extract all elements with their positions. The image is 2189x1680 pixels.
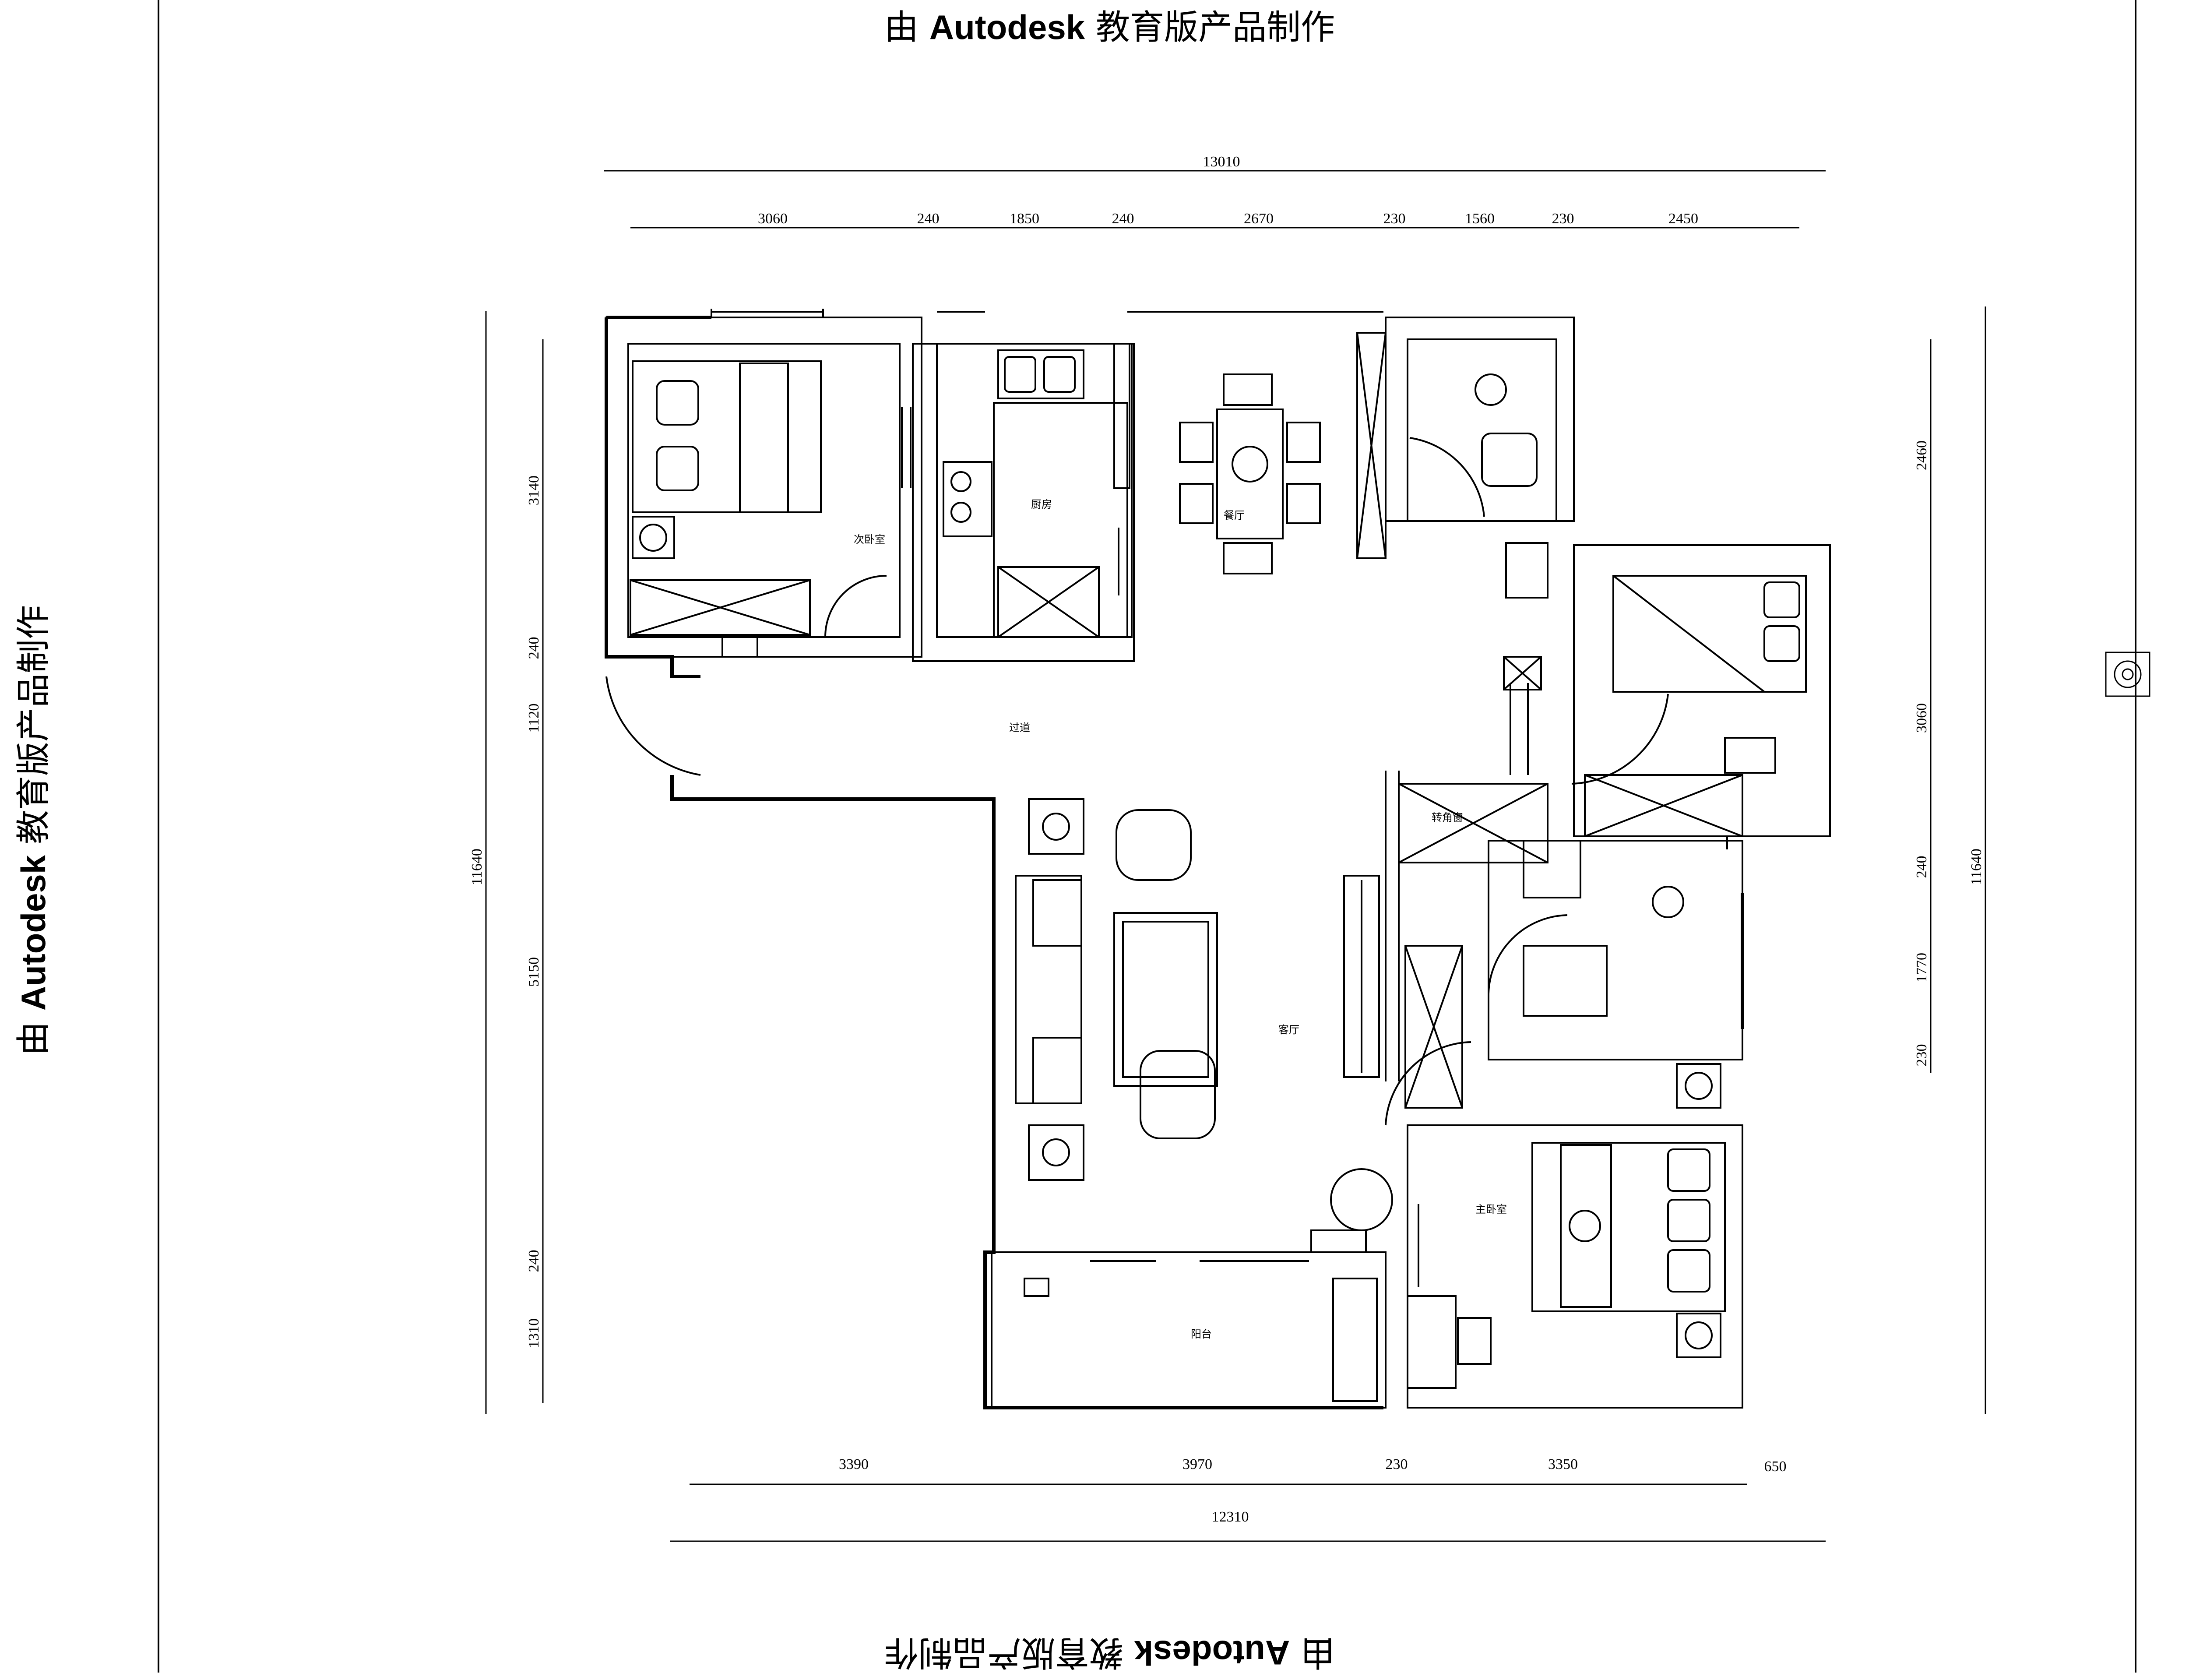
coffee-table: [1113, 912, 1218, 1087]
svg-text:1770: 1770: [1914, 953, 1930, 983]
svg-text:3390: 3390: [839, 1456, 869, 1472]
master-bedroom: [1407, 1063, 1743, 1409]
master-bed: [1531, 1142, 1726, 1312]
svg-text:3060: 3060: [758, 211, 788, 227]
sofa: [1015, 875, 1082, 1104]
single-bed: [1612, 575, 1807, 693]
svg-text:240: 240: [917, 211, 940, 227]
living-room: [1015, 798, 1471, 1231]
fridge: [997, 566, 1100, 638]
compass-symbol: [2105, 652, 2150, 697]
svg-text:240: 240: [526, 637, 542, 659]
svg-text:5150: 5150: [526, 957, 542, 987]
upper-bathroom: [1385, 317, 1575, 690]
double-bed: [632, 360, 822, 513]
label-second-bedroom: 次卧室: [854, 533, 885, 546]
kitchen: [912, 343, 1135, 662]
wardrobe-right: [1584, 774, 1743, 837]
svg-text:240: 240: [1112, 211, 1134, 227]
drawing-sheet: [158, 0, 2136, 1673]
svg-text:1850: 1850: [1010, 211, 1039, 227]
corner-passage: [1385, 771, 1548, 1109]
label-dining: 餐厅: [1224, 509, 1245, 521]
corridor: [605, 676, 1529, 776]
dining-area: [1179, 332, 1387, 574]
right-bedroom: [1571, 544, 1831, 837]
dining-table: [1216, 409, 1284, 539]
svg-text:1310: 1310: [526, 1318, 542, 1348]
svg-text:2450: 2450: [1668, 211, 1698, 227]
stove: [943, 461, 992, 537]
label-kitchen: 厨房: [1031, 498, 1052, 511]
watermark-top: 由 Autodesk 教育版产品制作: [884, 8, 1335, 47]
washing-machine: [1332, 1278, 1378, 1402]
svg-text:1120: 1120: [526, 704, 542, 733]
sink: [997, 349, 1084, 399]
label-corridor: 过道: [1009, 722, 1030, 734]
outer-walls: [605, 316, 1744, 1409]
svg-text:240: 240: [1914, 856, 1930, 878]
svg-text:2460: 2460: [1914, 440, 1930, 470]
svg-text:3970: 3970: [1182, 1456, 1212, 1472]
svg-text:3350: 3350: [1548, 1456, 1578, 1472]
dimension-labels: 13010 3060 240 1850 240 2670 230 1560 23…: [469, 154, 1985, 1525]
armchair: [1140, 1050, 1216, 1139]
windows: [711, 309, 1728, 849]
svg-text:230: 230: [1383, 211, 1406, 227]
svg-text:650: 650: [1764, 1458, 1787, 1475]
svg-text:11640: 11640: [1968, 849, 1985, 885]
tv-cabinet: [1343, 875, 1380, 1078]
room-labels: 次卧室 厨房 餐厅 过道 转角窗 客厅 主卧室 阳台: [854, 498, 1507, 1340]
svg-text:1560: 1560: [1465, 211, 1495, 227]
washer: [1505, 542, 1548, 599]
label-living: 客厅: [1278, 1024, 1299, 1036]
toilet: [1481, 433, 1538, 487]
dimension-lines: [485, 170, 1986, 1542]
svg-text:13010: 13010: [1203, 154, 1240, 170]
svg-text:11640: 11640: [469, 849, 485, 885]
label-balcony: 阳台: [1191, 1328, 1212, 1340]
svg-text:12310: 12310: [1212, 1509, 1249, 1525]
svg-text:230: 230: [1552, 211, 1574, 227]
wardrobe: [630, 579, 811, 636]
lower-bathroom: [1488, 840, 1743, 1060]
label-corner-window: 转角窗: [1432, 811, 1463, 824]
svg-text:3060: 3060: [1914, 703, 1930, 733]
second-bedroom: [605, 317, 922, 658]
balcony: [991, 1229, 1387, 1409]
svg-text:230: 230: [1914, 1044, 1930, 1067]
svg-text:2670: 2670: [1244, 211, 1274, 227]
svg-text:3140: 3140: [526, 475, 542, 505]
svg-text:230: 230: [1386, 1456, 1408, 1472]
svg-text:240: 240: [526, 1250, 542, 1272]
label-master-bedroom: 主卧室: [1475, 1203, 1507, 1215]
